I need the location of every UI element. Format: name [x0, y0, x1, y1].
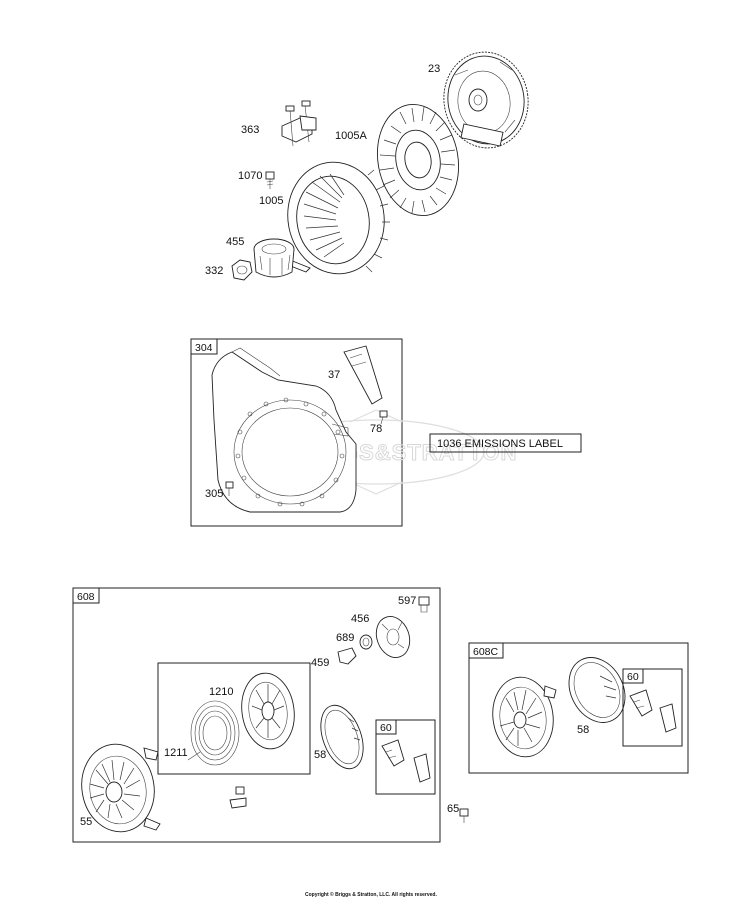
label-58-a: 58 [314, 749, 326, 761]
screw-1070-part[interactable] [265, 171, 275, 189]
label-58-b: 58 [577, 724, 589, 736]
label-1070: 1070 [238, 170, 262, 182]
label-1036: 1036 EMISSIONS LABEL [437, 438, 563, 450]
label-455: 455 [226, 236, 244, 248]
spring-1211-part[interactable] [187, 700, 240, 766]
starter-cup-455-part[interactable] [253, 238, 295, 278]
rewind-starter-group: 608 [72, 587, 441, 843]
copyright-text: Copyright © Briggs & Stratton, LLC. All … [305, 891, 437, 898]
fan-1005a-part[interactable] [369, 98, 467, 222]
nut-332-part[interactable] [231, 259, 253, 281]
emissions-label-box [429, 433, 582, 453]
label-689: 689 [336, 632, 354, 644]
label-37: 37 [328, 369, 340, 381]
label-1210: 1210 [209, 686, 233, 698]
blower-housing-part[interactable] [211, 347, 357, 513]
starter-housing-608c-part[interactable] [488, 673, 559, 761]
flywheel-part[interactable] [438, 47, 535, 154]
box-304-tag [190, 338, 218, 355]
label-1005: 1005 [259, 195, 283, 207]
pulley-1210-part[interactable] [237, 670, 299, 752]
box-608c [468, 642, 689, 774]
label-304: 304 [195, 342, 213, 354]
box-60-a-tag [375, 719, 397, 735]
box-60-a [375, 719, 436, 795]
flywheel-assembly: 23 363 1005A 1070 1005 455 332 [205, 47, 535, 282]
screw-65-part[interactable] [459, 808, 469, 823]
label-60-a: 60 [380, 722, 392, 734]
label-1005a: 1005A [335, 130, 367, 142]
bracket-363-part[interactable] [281, 100, 317, 147]
box-608 [72, 587, 441, 843]
screw-78-part[interactable] [379, 410, 388, 425]
label-456: 456 [351, 613, 369, 625]
blower-housing-group: 304 BRIGGS&STRATTON [190, 338, 517, 527]
box-608c-tag [468, 642, 504, 659]
handle-60-a-part[interactable] [381, 739, 431, 783]
box-pulley-spring [157, 662, 311, 775]
box-60-b [622, 668, 683, 747]
label-608c: 608C [473, 646, 499, 658]
label-305: 305 [205, 488, 223, 500]
label-78: 78 [370, 423, 382, 435]
rope-58-part[interactable] [313, 699, 371, 774]
starter-housing-55-part[interactable] [75, 738, 161, 837]
label-55: 55 [80, 816, 92, 828]
part-456[interactable] [371, 612, 415, 662]
label-459: 459 [311, 657, 329, 669]
label-65: 65 [447, 803, 459, 815]
box-304 [190, 338, 403, 527]
starter-assy-608c-group: 608C 60 58 [468, 642, 689, 774]
screw-pulley-part[interactable] [229, 786, 247, 809]
label-1211: 1211 [164, 747, 188, 759]
part-689[interactable] [359, 634, 373, 650]
label-332: 332 [205, 265, 223, 277]
label-23: 23 [428, 63, 440, 75]
handle-60-b-part[interactable] [629, 689, 677, 733]
part-597[interactable] [418, 596, 430, 613]
label-363: 363 [241, 124, 259, 136]
emissions-label-callout: 1036 EMISSIONS LABEL [429, 433, 582, 453]
label-597: 597 [398, 595, 416, 607]
fan-1005-part[interactable] [279, 155, 393, 282]
rope-58-b-part[interactable] [558, 648, 636, 732]
part-459[interactable] [337, 647, 357, 665]
label-60-b: 60 [627, 671, 639, 683]
box-608-tag [72, 587, 100, 604]
label-plate-37-part[interactable] [343, 345, 383, 405]
box-60-b-tag [622, 668, 644, 684]
label-608: 608 [77, 591, 95, 603]
screw-305-part[interactable] [225, 481, 234, 496]
